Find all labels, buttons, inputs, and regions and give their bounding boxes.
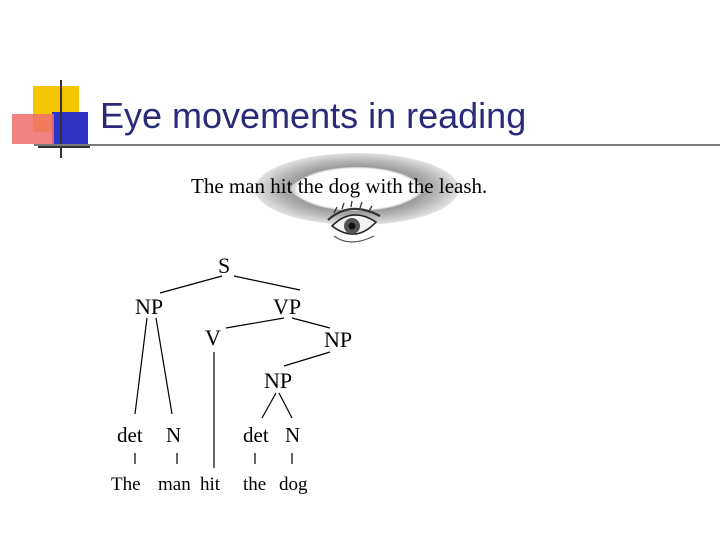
node-vp: VP — [273, 294, 301, 320]
node-s: S — [218, 253, 230, 279]
node-np-object: NP — [324, 327, 352, 353]
edge-np-np — [284, 352, 330, 366]
node-v: V — [205, 325, 221, 351]
node-n: N — [166, 423, 181, 448]
word-man: man — [158, 474, 191, 496]
node-np-inner: NP — [264, 368, 292, 394]
edge-np-n — [156, 318, 172, 414]
word-the: The — [111, 474, 141, 496]
edge-np2-n — [279, 393, 292, 418]
edge-np-det — [135, 318, 147, 414]
node-np: NP — [135, 294, 163, 320]
node-det: det — [117, 423, 143, 448]
edge-s-vp — [234, 276, 300, 290]
node-det-2: det — [243, 423, 269, 448]
node-n-2: N — [285, 423, 300, 448]
word-hit: hit — [200, 474, 220, 496]
edge-np2-det — [262, 393, 276, 418]
word-the-2: the — [243, 474, 266, 496]
word-dog: dog — [279, 474, 308, 496]
edge-s-np — [160, 276, 222, 293]
